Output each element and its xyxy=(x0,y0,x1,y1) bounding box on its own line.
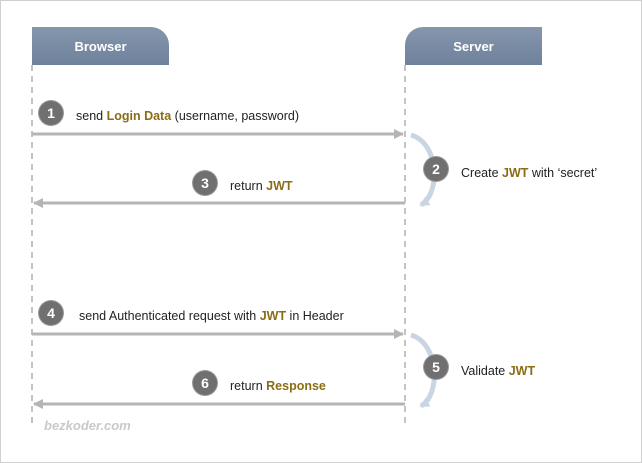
step-1-badge: 1 xyxy=(39,101,63,125)
step-4-label: send Authenticated request with JWT in H… xyxy=(79,309,344,323)
step-5-text: Validate xyxy=(461,364,509,378)
step-1-text: send xyxy=(76,109,107,123)
step-3-badge: 3 xyxy=(193,171,217,195)
watermark: bezkoder.com xyxy=(44,418,131,433)
step-4-highlight: JWT xyxy=(259,309,287,323)
step-5-badge: 5 xyxy=(424,355,448,379)
step-4-text-end: in Header xyxy=(286,309,344,323)
step-6-badge: 6 xyxy=(193,371,217,395)
step-1-number: 1 xyxy=(47,105,55,121)
browser-header: Browser xyxy=(32,27,169,65)
browser-label: Browser xyxy=(74,38,127,54)
step-2-text: Create xyxy=(461,166,502,180)
step-5-number: 5 xyxy=(432,359,440,375)
step-1-highlight: Login Data xyxy=(106,109,172,123)
step-5-label: Validate JWT xyxy=(461,364,535,378)
step-2-text-end: with ‘secret’ xyxy=(528,166,598,180)
step-6-label: return Response xyxy=(230,379,326,393)
step-3-highlight: JWT xyxy=(266,179,293,193)
step-3-number: 3 xyxy=(201,175,209,191)
step-5-highlight: JWT xyxy=(508,364,536,378)
step-3-label: return JWT xyxy=(230,179,293,193)
step-6-number: 6 xyxy=(201,375,209,391)
step-2-badge: 2 xyxy=(424,157,448,181)
step-4-number: 4 xyxy=(47,305,55,321)
step-2-label: Create JWT with ‘secret’ xyxy=(461,166,597,180)
step-4-text: send Authenticated request with xyxy=(79,309,260,323)
step-6-text: return xyxy=(230,379,267,393)
step-4-badge: 4 xyxy=(39,301,63,325)
step-6-highlight: Response xyxy=(266,379,326,393)
step-2-number: 2 xyxy=(432,161,440,177)
step-1-label: send Login Data (username, password) xyxy=(76,109,299,123)
step-3-text: return xyxy=(230,179,267,193)
step-2-highlight: JWT xyxy=(502,166,529,180)
step-1-text-end: (username, password) xyxy=(171,109,300,123)
server-header: Server xyxy=(405,27,542,65)
server-label: Server xyxy=(453,38,494,54)
